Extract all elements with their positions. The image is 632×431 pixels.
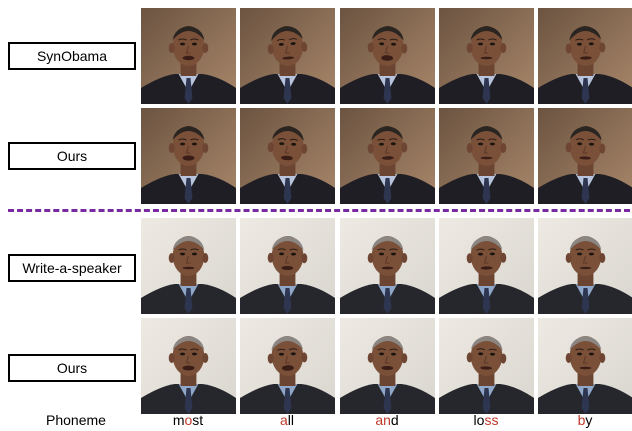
frame-row2-col3 bbox=[340, 108, 435, 204]
phoneme-caption-4: loss bbox=[438, 412, 534, 428]
phoneme-caption-1: most bbox=[140, 412, 236, 428]
frame-row4-col1 bbox=[141, 318, 236, 414]
frame-row1-col3 bbox=[340, 8, 435, 104]
row-label-write-a-speaker: Write-a-speaker bbox=[8, 254, 136, 282]
caption-post: y bbox=[585, 412, 593, 428]
frame-row1-col1 bbox=[141, 8, 236, 104]
frame-row4-col4 bbox=[439, 318, 534, 414]
caption-pre: lo bbox=[473, 412, 485, 428]
caption-highlight: ss bbox=[484, 412, 499, 428]
frame-row1-col5 bbox=[538, 8, 632, 104]
frame-row3-col2 bbox=[240, 218, 335, 314]
caption-post: st bbox=[192, 412, 204, 428]
caption-post: d bbox=[390, 412, 399, 428]
row-label-ours-top: Ours bbox=[8, 142, 136, 170]
row-label-synobama: SynObama bbox=[8, 42, 136, 70]
caption-highlight: a bbox=[279, 412, 288, 428]
phoneme-caption-2: all bbox=[239, 412, 335, 428]
row-label-ours-bottom: Ours bbox=[8, 354, 136, 382]
frame-row2-col4 bbox=[439, 108, 534, 204]
frame-row4-col3 bbox=[340, 318, 435, 414]
frame-row3-col3 bbox=[340, 218, 435, 314]
frame-row3-col1 bbox=[141, 218, 236, 314]
frame-row2-col5 bbox=[538, 108, 632, 204]
caption-highlight: o bbox=[184, 412, 193, 428]
frame-row1-col4 bbox=[439, 8, 534, 104]
phoneme-title: Phoneme bbox=[46, 412, 106, 428]
caption-post: ll bbox=[287, 412, 295, 428]
frame-row2-col1 bbox=[141, 108, 236, 204]
section-divider bbox=[8, 209, 630, 212]
caption-pre: m bbox=[172, 412, 185, 428]
frame-row3-col5 bbox=[538, 218, 632, 314]
phoneme-caption-5: by bbox=[537, 412, 632, 428]
frame-row1-col2 bbox=[240, 8, 335, 104]
frame-row3-col4 bbox=[439, 218, 534, 314]
frame-row2-col2 bbox=[240, 108, 335, 204]
phoneme-caption-3: and bbox=[339, 412, 435, 428]
caption-highlight: b bbox=[577, 412, 586, 428]
caption-highlight: an bbox=[375, 412, 391, 428]
frame-row4-col2 bbox=[240, 318, 335, 414]
frame-row4-col5 bbox=[538, 318, 632, 414]
